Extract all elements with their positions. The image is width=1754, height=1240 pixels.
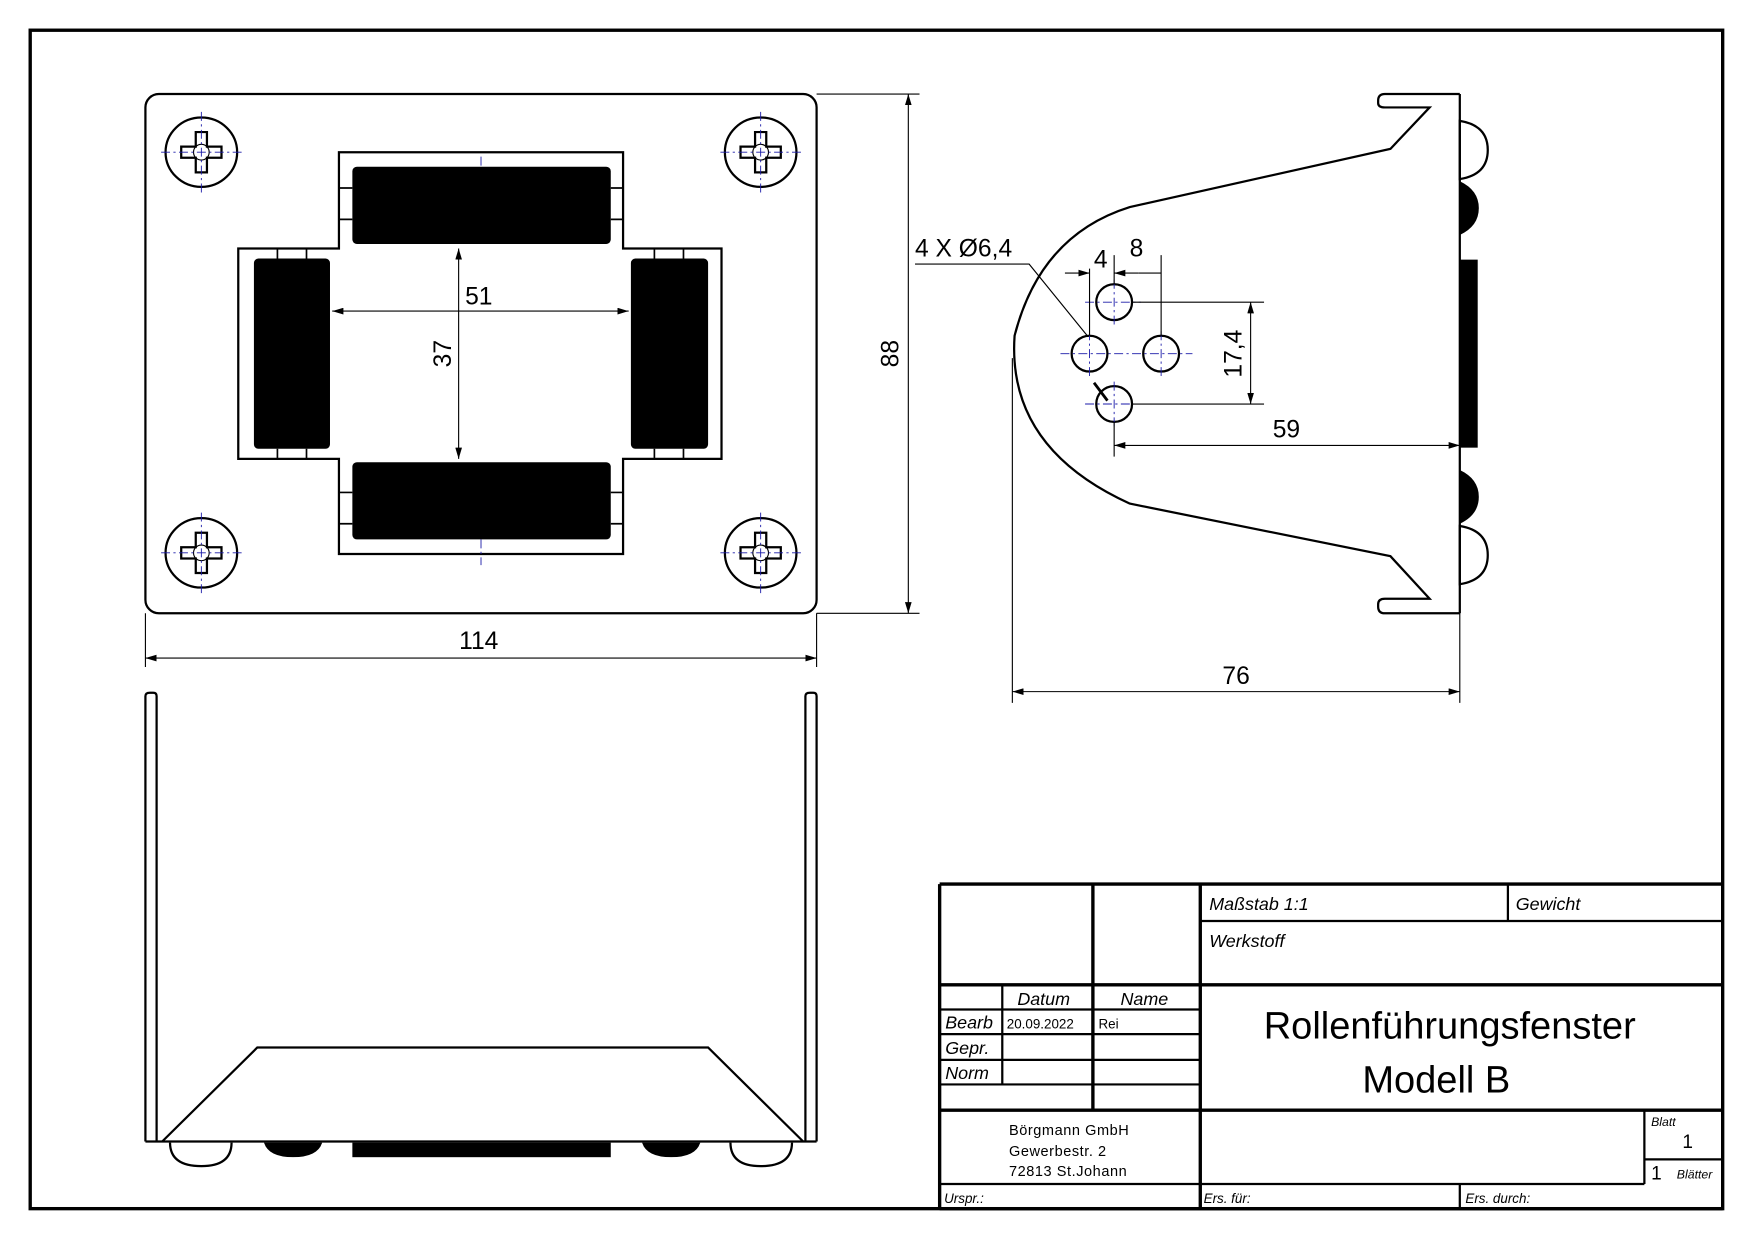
front-view: 51 37 88 114 (144, 92, 920, 668)
material-label: Werkstoff (1209, 931, 1286, 951)
row-name-bearb: Rei (1098, 1016, 1118, 1031)
company-city: 72813 St.Johann (1009, 1164, 1127, 1180)
dimension-8: 8 (1130, 235, 1144, 262)
replaced-by-label: Ers. durch: (1465, 1191, 1530, 1206)
row-label-gepr: Gepr. (945, 1038, 989, 1058)
company-name: Börgmann GmbH (1009, 1123, 1129, 1139)
dimension-4: 4 (1094, 246, 1108, 273)
roller-left (253, 258, 330, 449)
dimension-88: 88 (877, 340, 904, 367)
roller-right (630, 258, 709, 449)
roller-top (352, 166, 611, 244)
screw-icon (161, 512, 242, 594)
dimension-51: 51 (465, 283, 492, 310)
screw-icon (720, 111, 801, 193)
dimension-59: 59 (1273, 417, 1300, 444)
replaces-label: Ers. für: (1204, 1191, 1251, 1206)
screw-icon (720, 512, 801, 594)
date-header: Datum (1017, 989, 1070, 1009)
weight-label: Gewicht (1516, 894, 1582, 914)
sheet-number: 1 (1682, 1132, 1693, 1153)
side-view: 4 X Ø6,4 4 8 17,4 59 76 (915, 92, 1489, 703)
row-date-bearb: 20.09.2022 (1007, 1016, 1074, 1031)
holes-callout: 4 X Ø6,4 (915, 235, 1012, 262)
sheet-border (28, 28, 1725, 1211)
dimension-37: 37 (430, 340, 457, 367)
title-block: Maßstab 1:1 Gewicht Werkstoff Datum Name… (937, 882, 1723, 1211)
scale-label: Maßstab 1:1 (1209, 894, 1308, 914)
row-label-norm: Norm (945, 1063, 989, 1083)
bottom-view (144, 691, 818, 1168)
roller-bottom (352, 462, 611, 540)
origin-label: Urspr.: (944, 1191, 984, 1206)
drawing-title-line1: Rollenführungsfenster (1264, 1006, 1636, 1048)
company-street: Gewerbestr. 2 (1009, 1144, 1107, 1160)
drawing-title-line2: Modell B (1362, 1059, 1510, 1101)
sheets-total: 1 (1651, 1164, 1662, 1185)
dimension-17-4: 17,4 (1221, 330, 1248, 378)
dimension-114: 114 (459, 628, 498, 655)
sheet-label: Blatt (1651, 1115, 1676, 1129)
row-label-bearb: Bearb (945, 1012, 993, 1032)
screw-icon (161, 111, 242, 193)
sheets-label: Blätter (1677, 1167, 1713, 1181)
dimension-76: 76 (1222, 663, 1249, 690)
name-header: Name (1120, 989, 1168, 1009)
